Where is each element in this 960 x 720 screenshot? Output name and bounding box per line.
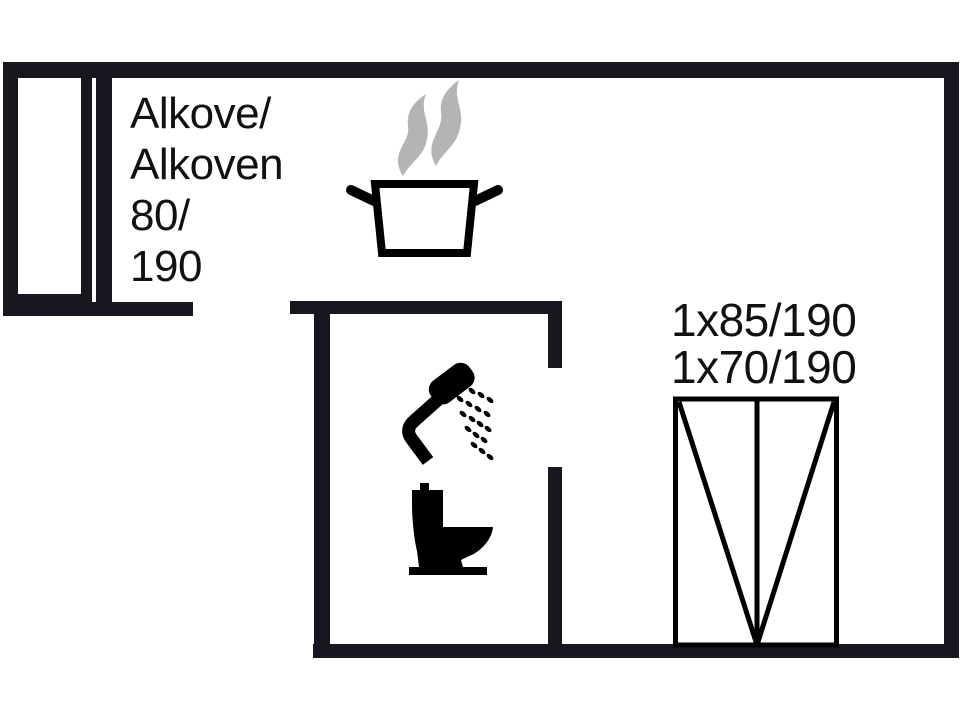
shower-spray-dots [456, 382, 494, 461]
toilet-silhouette [409, 483, 493, 575]
shower-head [428, 362, 475, 405]
beds-size-line-1: 1x85/190 [671, 294, 857, 346]
steam-wisp-left [397, 94, 428, 176]
shower-hose [402, 392, 446, 465]
pot-handle-left [346, 185, 379, 206]
alcove-divider-inner [81, 64, 92, 312]
shower-icon [402, 362, 494, 465]
wall-top [3, 62, 958, 78]
bed-diagonal-right [754, 401, 837, 646]
steam-wisp-right [431, 80, 462, 166]
wall-right [944, 62, 959, 658]
cooking-pot-icon [346, 180, 503, 257]
wall-bathroom-left [314, 301, 330, 658]
pot-handle-right [470, 185, 503, 206]
bed-diagonal-left [676, 401, 760, 646]
bunk-bed-symbol [673, 396, 839, 648]
toilet-icon [409, 483, 493, 575]
alcove-label-line-3: 80/ [130, 191, 190, 240]
wall-bathroom-top [290, 301, 561, 314]
beds-size-line-2: 1x70/190 [671, 341, 857, 393]
wall-bathroom-right-lower [548, 467, 562, 658]
wall-left [3, 62, 18, 315]
steam-icon [397, 80, 462, 176]
alcove-label-line-4: 190 [130, 242, 202, 291]
beds-size-label: 1x85/190 1x70/190 [671, 294, 857, 393]
alcove-label-line-1: Alkove/ [130, 89, 271, 138]
wall-bathroom-right-upper [548, 301, 562, 368]
alcove-divider-outer [96, 64, 112, 312]
pot-body [370, 180, 479, 257]
alcove-label-line-2: Alkoven [130, 140, 284, 189]
alcove-label: Alkove/ Alkoven 80/ 190 [130, 88, 284, 292]
